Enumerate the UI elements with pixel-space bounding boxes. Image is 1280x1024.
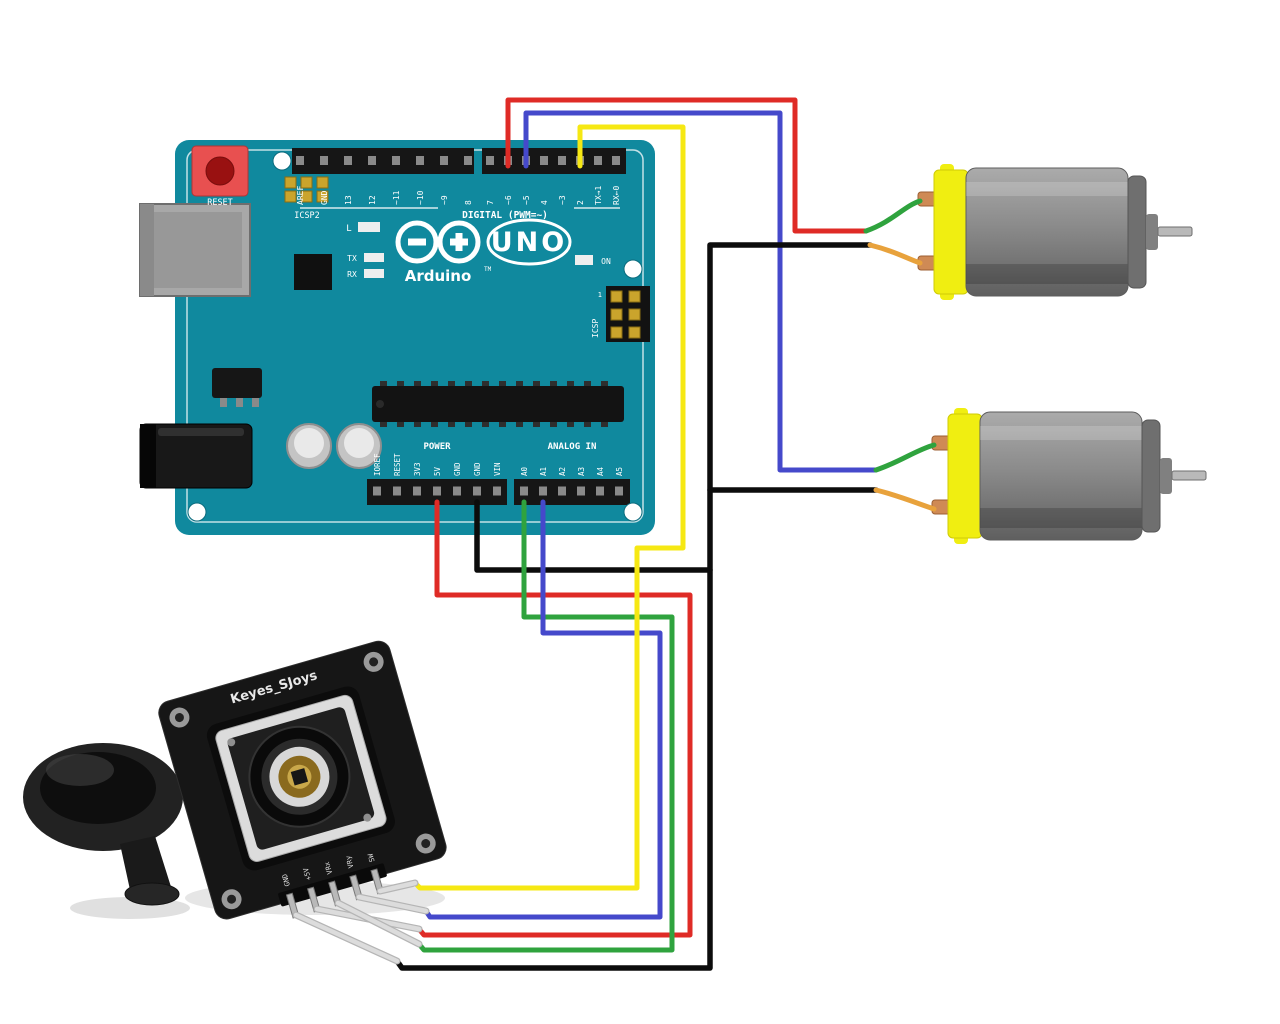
joystick-cap [23,743,190,919]
analog-section-label: ANALOG IN [548,442,597,452]
mounting-holes [187,151,643,522]
pin-label: GND [453,462,462,476]
capacitor [336,423,382,469]
motor-top-green-lead [863,198,923,234]
icsp-label: ICSP [591,319,600,338]
pin-label: A5 [615,467,624,476]
pin-label: GND [281,873,292,887]
icsp2-header [284,176,329,203]
brand-tm-label: TM [484,266,492,273]
pin-label: A0 [520,466,529,476]
wire-green-a0-joystick [416,499,675,953]
pin-label: 7 [486,200,495,205]
pin-label: A2 [558,467,567,476]
wire-yellow-d2-joystick [412,124,686,891]
analog-header [514,479,630,505]
voltage-regulator [212,368,262,407]
pin-label: 2 [576,200,585,205]
uno-badge-outline [486,218,572,266]
pin-label: ~6 [504,195,513,205]
digital-pin-labels-left: AREF GND 13 12 ~11 ~10 ~9 8 [296,186,473,205]
pin-label: VRy [344,855,355,869]
sleeve-vry [356,894,429,914]
icsp-pin1-label: 1 [598,291,602,299]
icsp-header [606,286,650,342]
pin-label: RESET [393,453,402,476]
reset-button [191,145,249,197]
reset-label: RESET [207,198,233,208]
led-rx-icon [364,269,384,278]
pin-label: A1 [539,467,548,476]
analog-pin-labels: A0 A1 A2 A3 A4 A5 [520,466,624,476]
led-tx-label: TX [347,254,357,263]
arduino-board: RESET ICSP2 AREF GND 13 12 ~11 ~10 ~9 8 [139,140,655,535]
pin-label: GND [473,462,482,476]
sleeve-sw [377,880,418,894]
pin-label: 12 [368,195,377,205]
motor-bottom-green-lead [873,442,937,473]
brand-label: Arduino [405,267,472,285]
cap-base [124,882,180,906]
pin-label: A4 [596,466,605,476]
wire-black-gnd-feeder [474,499,713,573]
sleeve-gnd [293,912,400,964]
motor-top-orange-lead [867,242,923,266]
pin-label: IOREF [373,453,382,476]
pin-label: 4 [540,200,549,205]
pin-label: ~9 [440,195,449,205]
led-rx-label: RX [347,270,357,279]
joystick-corner-pads [169,651,436,910]
pin-label: SW [366,852,376,863]
joystick-wire-sleeves [292,879,430,965]
atmega-chip [372,381,624,427]
wires [394,97,879,971]
pin-label: TX→1 [594,186,603,205]
joystick-stick-assembly [206,686,395,871]
power-jack [139,423,253,489]
icsp2-label: ICSP2 [294,211,320,221]
pin-label: ~11 [392,190,401,205]
cap-gloss [46,754,114,786]
pin-label: GND [320,190,329,205]
model-label: UNO [491,227,567,258]
pin-label: ~10 [416,190,425,205]
capacitor [286,423,332,469]
power-section-label: POWER [423,442,451,452]
led-l-label: L [346,224,351,234]
wire-black-gnd-bus [394,242,873,971]
pin-label: ~5 [522,195,531,205]
pin-label: +5V [302,866,313,881]
led-tx-icon [364,253,384,262]
pin-label: RX←0 [612,186,621,205]
pin-label: 3V3 [413,462,422,476]
led-on-label: ON [601,257,611,266]
led-on-icon [575,255,593,265]
wire-red-motor-top [505,97,869,234]
pin-label: ~3 [558,195,567,205]
pin-label: 8 [464,200,473,205]
pin-label: 13 [344,195,353,205]
digital-header-right [482,148,626,174]
wire-blue-a1-joystick [423,499,663,920]
usb-connector [139,203,251,297]
wire-blue-motor-bottom [523,110,879,473]
motor-bottom-orange-lead [873,487,937,512]
wire-red-5v-joystick [416,499,693,938]
pin-label: VIN [493,462,502,476]
sleeve-vrx [335,900,422,947]
joystick-pin-labels: GND +5V VRx VRy SW [281,852,377,887]
led-l-icon [358,222,380,232]
joystick-module: Keyes_SJoys GND +5V VRx VRy [158,640,447,920]
pin-label: VRx [323,861,334,875]
digital-pin-labels-right: 7 ~6 ~5 4 ~3 2 TX→1 RX←0 [486,186,621,205]
pin-label: 5V [433,466,442,476]
pin-label: AREF [296,186,305,205]
digital-section-label: DIGITAL (PWM=~) [462,210,548,221]
motor-leads [863,198,937,512]
power-pin-labels: IOREF RESET 3V3 5V GND GND VIN [373,453,502,476]
usb-chip [294,254,332,290]
pin-label: A3 [577,467,586,476]
arduino-logo-icon [395,220,481,264]
